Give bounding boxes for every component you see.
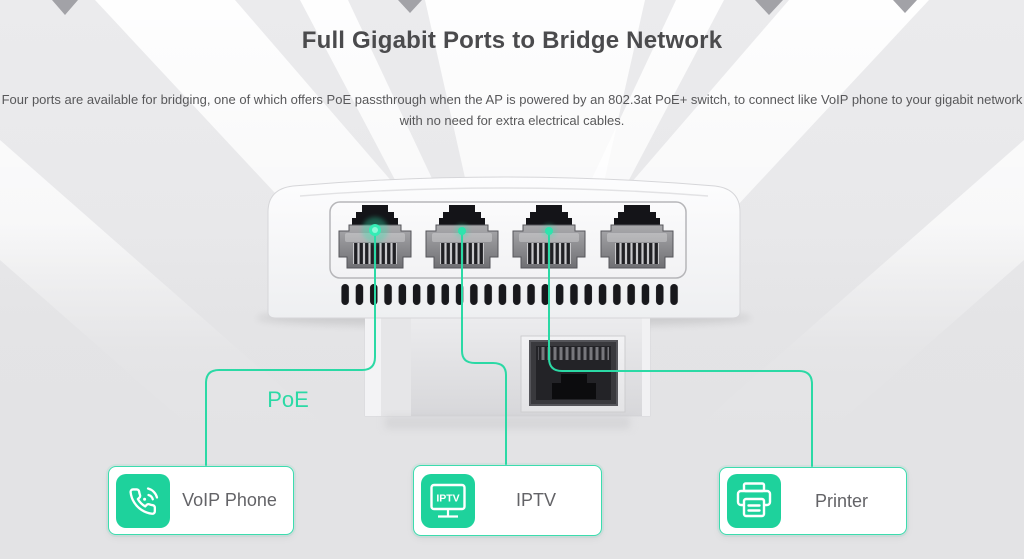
printer-card: Printer [719,467,907,535]
iptv-icon: IPTV [421,473,475,528]
section-description: Four ports are available for bridging, o… [0,89,1024,131]
iptv-icon-text: IPTV [436,492,459,504]
iptv-card: IPTV IPTV [413,465,602,536]
printer-icon [727,474,781,528]
card-label: Printer [814,490,868,511]
voip-phone-icon [116,473,170,528]
voip-phone-card: VoIP Phone [108,466,294,535]
card-label: IPTV [515,490,556,510]
description-line-1: Four ports are available for bridging, o… [1,92,1023,107]
section-title: Full Gigabit Ports to Bridge Network [301,27,723,54]
description-line-2: with no need for extra electrical cables… [399,113,625,128]
card-label: VoIP Phone [182,490,277,510]
